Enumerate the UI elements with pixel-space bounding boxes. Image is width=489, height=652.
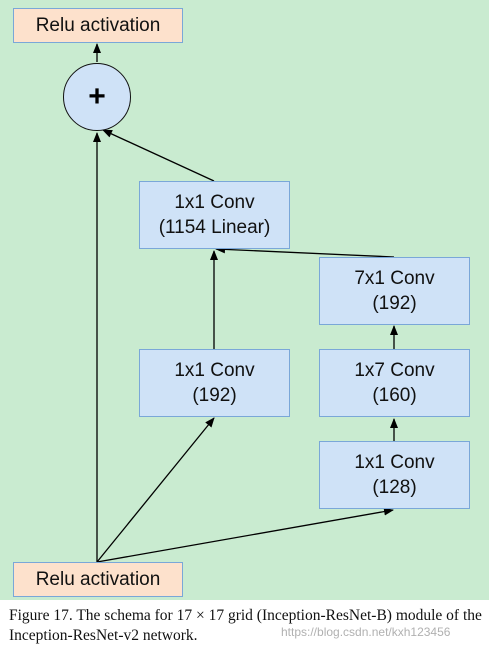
relu-activation-bottom-label: Relu activation bbox=[35, 568, 161, 590]
conv-1154-line2: (1154 Linear) bbox=[158, 217, 271, 238]
conv-128-line2: (128) bbox=[372, 477, 417, 498]
conv-128-line1: 1x1 Conv bbox=[354, 452, 435, 473]
conv-1154-line1: 1x1 Conv bbox=[174, 192, 255, 213]
figure-caption: Figure 17. The schema for 17 × 17 grid (… bbox=[9, 607, 482, 644]
conv-1x1-1154-linear: 1x1 Conv (1154 Linear) bbox=[139, 181, 290, 249]
conv-1x1-128: 1x1 Conv (128) bbox=[319, 441, 470, 509]
add-node: + bbox=[63, 63, 131, 131]
conv-1x7-160: 1x7 Conv (160) bbox=[319, 349, 470, 417]
relu-activation-bottom: Relu activation bbox=[13, 562, 183, 597]
conv-1x7-line1: 1x7 Conv bbox=[354, 360, 435, 381]
conv-1x1-192: 1x1 Conv (192) bbox=[139, 349, 290, 417]
edge-conv1154-to-add bbox=[102, 129, 215, 182]
conv-1x7-line2: (160) bbox=[372, 385, 417, 406]
edges-layer bbox=[93, 43, 398, 563]
conv-7x1-192: 7x1 Conv (192) bbox=[319, 257, 470, 325]
relu-activation-top: Relu activation bbox=[13, 8, 183, 43]
edge-conv7x1-to-conv1154 bbox=[215, 245, 395, 258]
edge-input-to-conv192 bbox=[96, 417, 215, 563]
conv-192-line2: (192) bbox=[192, 385, 237, 406]
watermark: https://blog.csdn.net/kxh123456 bbox=[281, 625, 451, 639]
plus-icon: + bbox=[88, 80, 106, 113]
relu-activation-top-label: Relu activation bbox=[35, 14, 161, 36]
conv-7x1-line1: 7x1 Conv bbox=[354, 268, 435, 289]
edge-input-to-conv128 bbox=[96, 507, 394, 563]
conv-192-line1: 1x1 Conv bbox=[174, 360, 255, 381]
diagram-canvas: Relu activation + 1x1 Conv (1154 Linear)… bbox=[0, 0, 489, 600]
conv-7x1-line2: (192) bbox=[372, 293, 417, 314]
